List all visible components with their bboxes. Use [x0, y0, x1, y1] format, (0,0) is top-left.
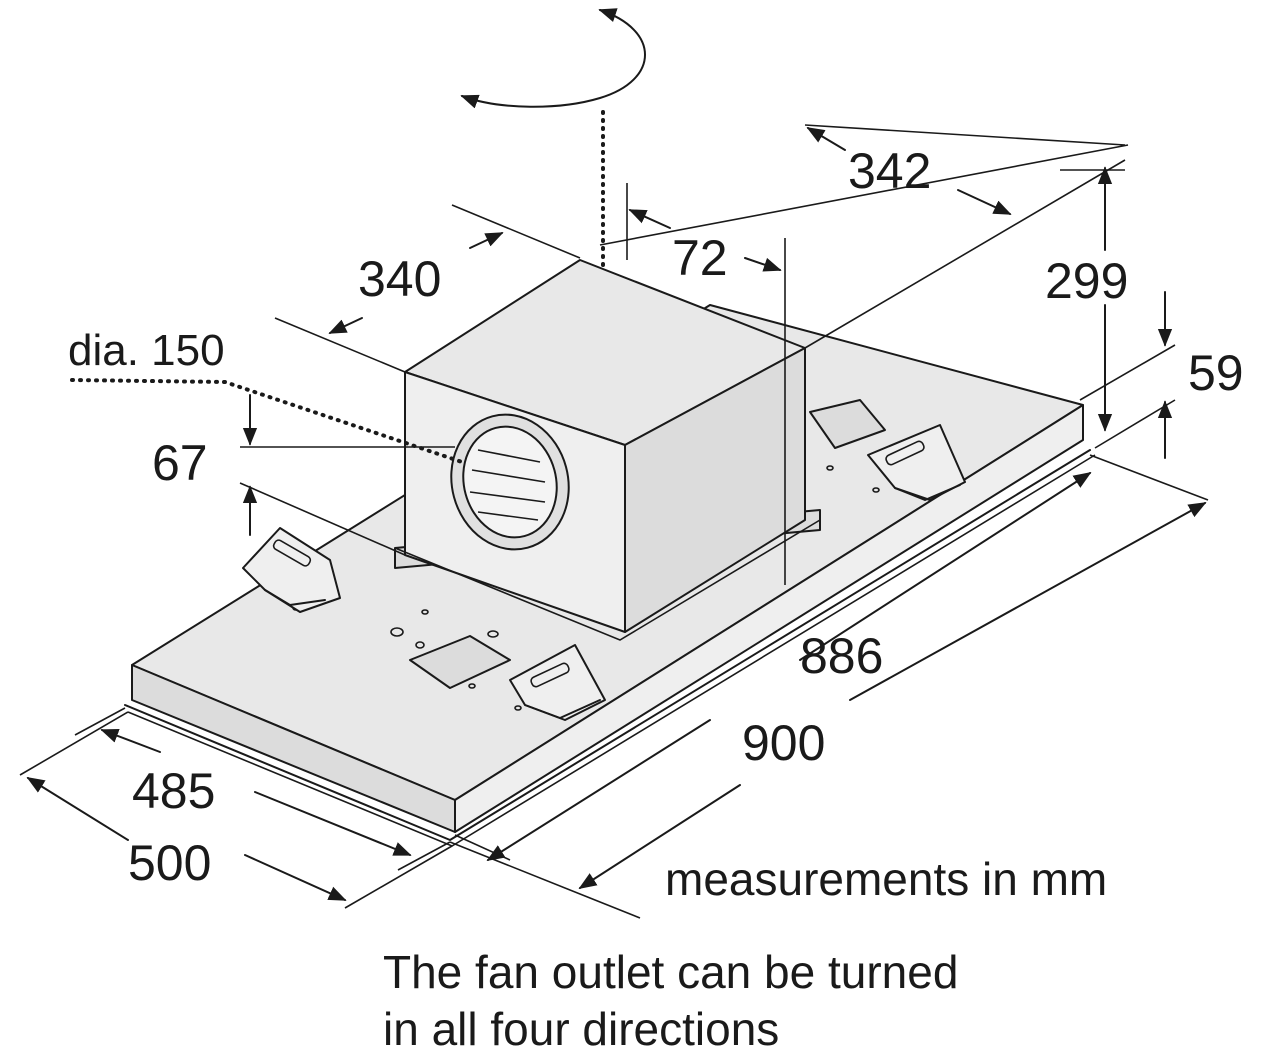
dim-299-label: 299	[1045, 253, 1128, 309]
fan-outlet-ring	[450, 413, 570, 551]
dim-485-label: 485	[132, 763, 215, 819]
dim-59-label: 59	[1188, 345, 1244, 401]
mounting-bracket-rear	[867, 424, 966, 501]
dim-340-label: 340	[358, 251, 441, 307]
units-note: measurements in mm	[665, 853, 1107, 905]
dim-500-label: 500	[128, 835, 211, 891]
mounting-bracket-front	[509, 644, 606, 721]
panel-opening-front	[409, 635, 511, 689]
outlet-note-line1: The fan outlet can be turned	[383, 946, 958, 998]
dim-72-label: 72	[672, 230, 728, 286]
dim-886-label: 886	[800, 628, 883, 684]
rotation-arrow-icon	[460, 8, 646, 109]
outlet-note-line2: in all four directions	[383, 1003, 779, 1055]
dim-67-label: 67	[152, 435, 208, 491]
dim-342-label: 342	[848, 143, 931, 199]
mounting-bracket-left	[242, 527, 341, 613]
dia-leader-dotted-line	[70, 378, 464, 464]
dim-900-label: 900	[742, 715, 825, 771]
panel-opening-rear	[809, 399, 886, 449]
dim-dia150-label: dia. 150	[68, 326, 225, 375]
